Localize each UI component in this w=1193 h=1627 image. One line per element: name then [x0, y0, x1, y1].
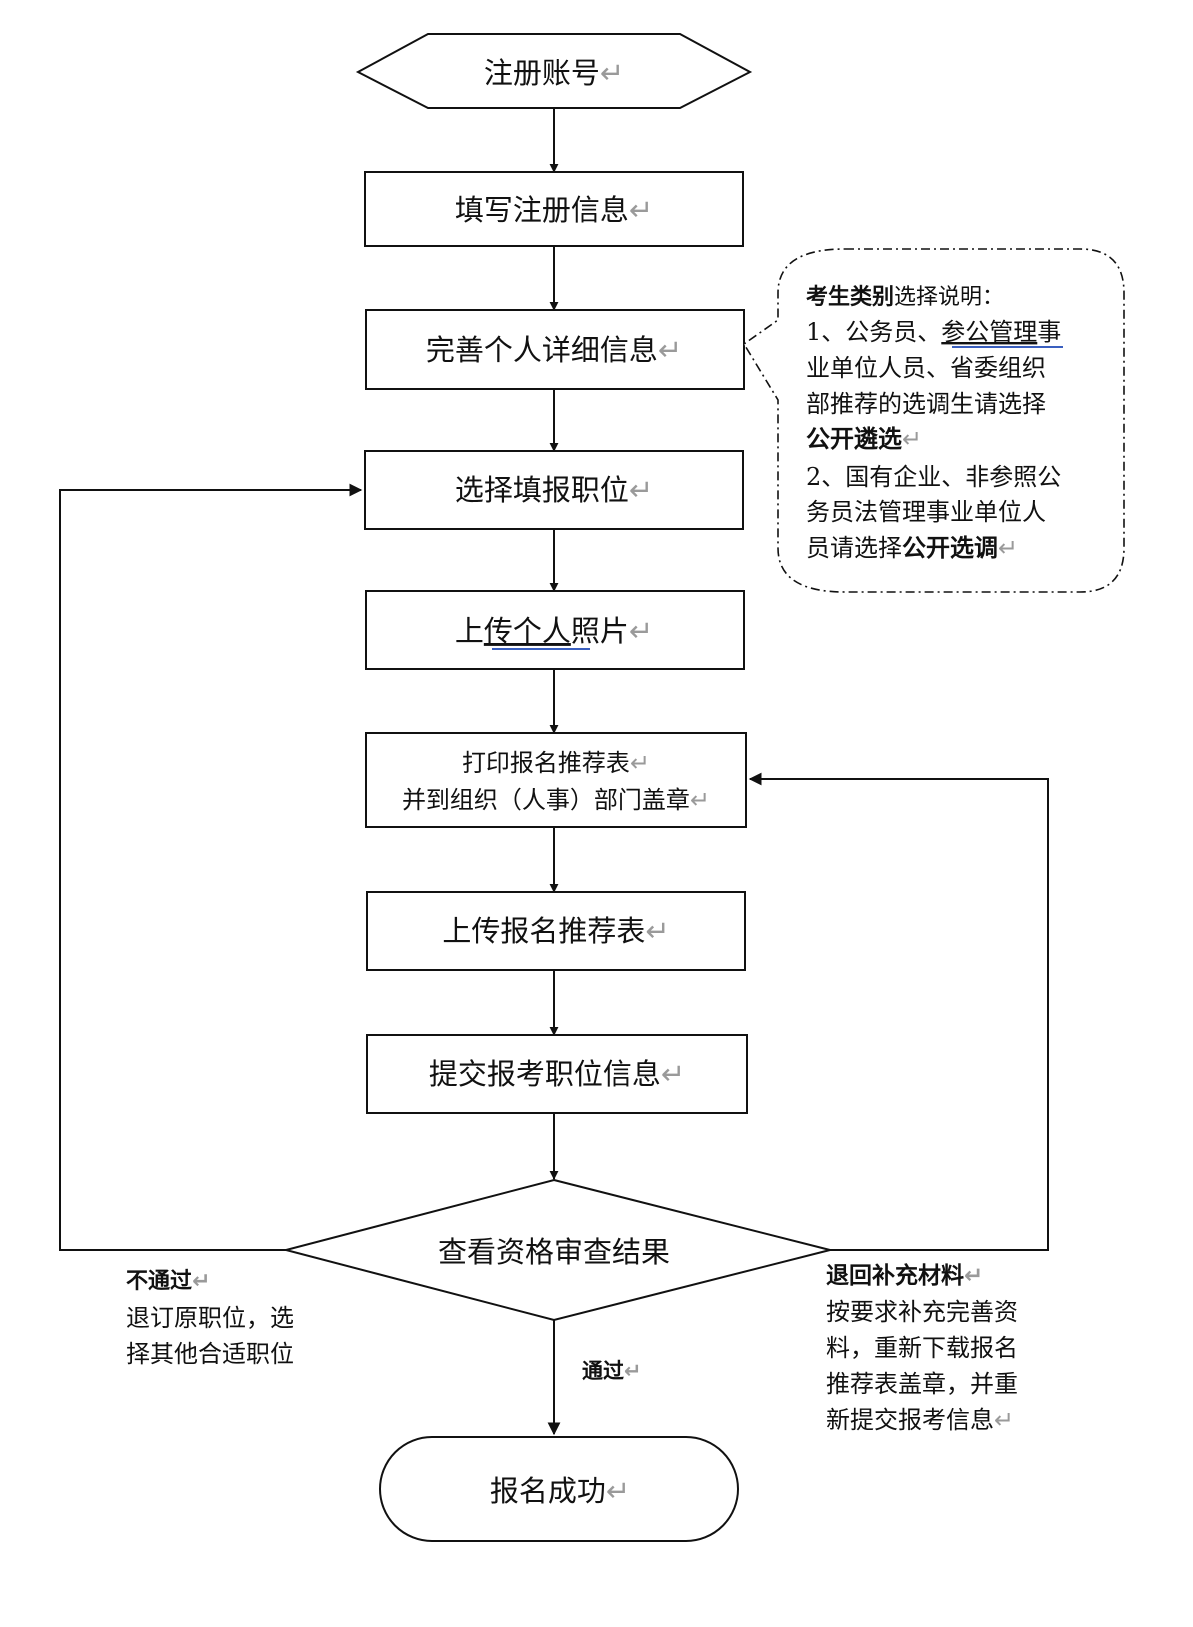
step-upload-form-label: 上传报名推荐表↵ [442, 914, 669, 948]
start-label: 注册账号↵ [484, 56, 624, 90]
note-title: 考生类别选择说明： [806, 284, 1004, 310]
step-upload-photo-box [365, 590, 745, 670]
end-label: 报名成功↵ [490, 1474, 630, 1508]
return-line3: 推荐表盖章，并重 [826, 1370, 1018, 1398]
step-upload-form-box [366, 891, 746, 971]
step-select-position-label: 选择填报职位↵ [455, 473, 653, 507]
step-fill-registration-box [364, 171, 744, 247]
arrow-return-loop [748, 772, 1049, 1251]
fail-title: 不通过↵ [126, 1268, 210, 1294]
note-item2-line1: 2、国有企业、非参照公 [806, 463, 1061, 491]
decision-label: 查看资格审查结果 [438, 1235, 670, 1269]
pass-label: 通过↵ [582, 1358, 642, 1383]
note-item1-line1: 1、公务员、参公管理事 [806, 318, 1061, 346]
return-title: 退回补充材料↵ [826, 1262, 983, 1289]
fail-line2: 择其他合适职位 [126, 1340, 294, 1368]
step-print-form-line2: 并到组织（人事）部门盖章↵ [402, 786, 710, 814]
step-fill-registration-label: 填写注册信息↵ [455, 193, 653, 227]
return-line1: 按要求补充完善资 [826, 1298, 1018, 1326]
note-item1-line3: 部推荐的选调生请选择 [806, 390, 1046, 418]
step-submit-info-label: 提交报考职位信息↵ [429, 1057, 685, 1091]
step-print-form-line1: 打印报名推荐表↵ [462, 749, 650, 777]
return-line2: 料，重新下载报名 [826, 1334, 1018, 1362]
note-item1-line2: 业单位人员、省委组织 [806, 354, 1046, 382]
fail-line1: 退订原职位，选 [126, 1304, 294, 1332]
step-complete-profile-label: 完善个人详细信息↵ [426, 333, 682, 367]
note-item1-line4: 公开遴选↵ [806, 424, 922, 453]
step-upload-photo-label: 上传个人照片↵ [455, 614, 653, 648]
start-hexagon [355, 33, 753, 109]
return-branch-text: 退回补充材料↵ 按要求补充完善资 料，重新下载报名 推荐表盖章，并重 新提交报考… [826, 1262, 1018, 1434]
note-callout-shape [742, 248, 1125, 593]
note-text: 考生类别选择说明： 1、公务员、参公管理事 业单位人员、省委组织 部推荐的选调生… [806, 284, 1063, 562]
note-item2-line2: 务员法管理事业单位人 [806, 498, 1046, 526]
step-submit-info-box [366, 1034, 748, 1114]
arrow-fail-loop [59, 483, 363, 1251]
return-line4: 新提交报考信息↵ [826, 1406, 1014, 1434]
step-print-form-box [365, 732, 747, 828]
step-select-position-box [364, 450, 744, 530]
step-complete-profile-box [365, 309, 745, 390]
end-terminator [379, 1436, 739, 1542]
note-item2-line3: 员请选择公开选调↵ [806, 533, 1018, 562]
fail-branch-text: 不通过↵ 退订原职位，选 择其他合适职位 [126, 1268, 294, 1368]
